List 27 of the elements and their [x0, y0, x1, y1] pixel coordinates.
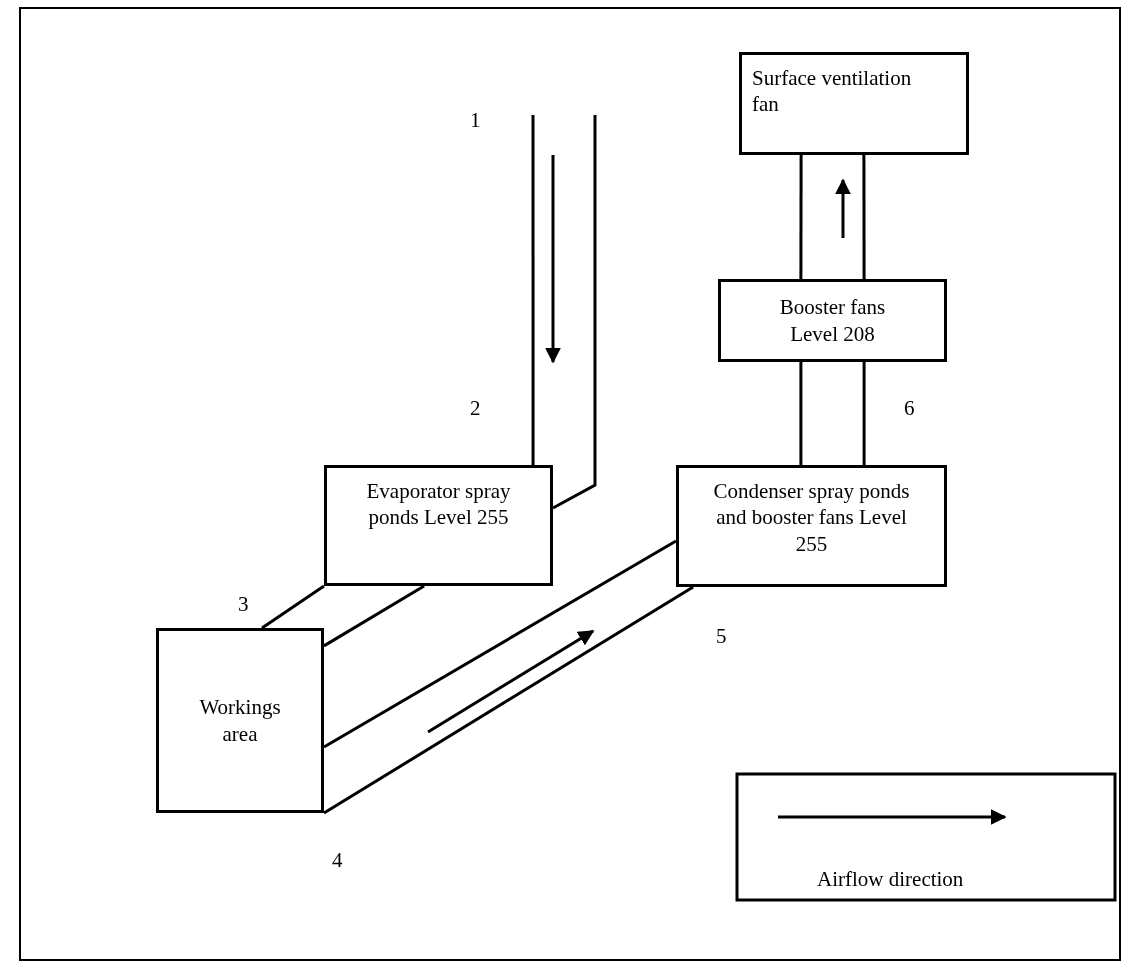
process-box	[156, 628, 324, 813]
legend-label: Airflow direction	[817, 867, 964, 892]
box-label: Evaporator spray ponds Level 255	[365, 478, 512, 531]
box-label: Workings area	[198, 694, 282, 747]
process-box	[324, 465, 553, 586]
airway-wall-line	[862, 362, 866, 465]
callout-number: 2	[470, 396, 481, 421]
box-label: Condenser spray ponds and booster fans Level 255	[712, 478, 911, 557]
airway-wall-line	[323, 584, 425, 648]
box-label: Surface ventilation fan	[752, 65, 912, 118]
airway-wall-line	[799, 362, 803, 465]
callout-number: 6	[904, 396, 915, 421]
airway-wall-line	[323, 539, 677, 749]
callout-number: 1	[470, 108, 481, 133]
process-box	[739, 52, 969, 155]
airway-wall-line	[799, 155, 803, 279]
airway-wall-line	[323, 585, 694, 815]
box-label: Booster fans Level 208	[778, 294, 887, 347]
callout-number: 3	[238, 592, 249, 617]
airway-wall-line	[531, 115, 535, 465]
callout-number: 5	[716, 624, 727, 649]
airway-wall-line	[862, 155, 866, 279]
process-box	[718, 279, 947, 362]
callout-number: 4	[332, 848, 343, 873]
airway-wall-line	[552, 115, 597, 510]
process-box	[676, 465, 947, 587]
airway-wall-line	[261, 584, 325, 630]
